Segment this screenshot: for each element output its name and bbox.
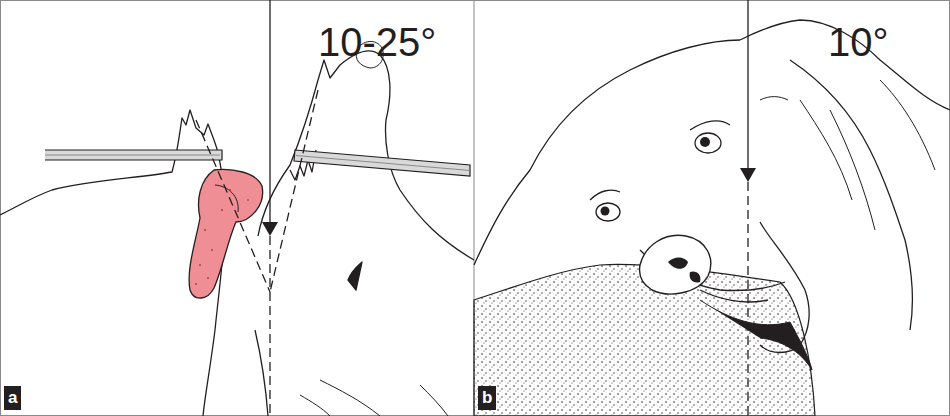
towel <box>474 264 815 416</box>
dog-head-ventral <box>0 41 474 416</box>
vertical-reference-dashed <box>747 182 748 416</box>
panel-letter: b <box>478 386 496 410</box>
angle-label: 10-25° <box>318 22 436 62</box>
tongue-texture <box>195 189 249 285</box>
vertical-reference <box>269 0 270 222</box>
tongue-fold <box>215 185 238 212</box>
dog-head-tilted <box>474 20 950 353</box>
vertical-reference <box>747 0 748 168</box>
nostril <box>690 271 701 282</box>
eye <box>596 133 721 221</box>
arrowhead <box>262 222 278 236</box>
angle-label: 10° <box>828 22 889 62</box>
arrowhead <box>740 168 756 182</box>
angle-lines <box>196 90 318 416</box>
nose <box>640 235 711 294</box>
mouth <box>700 300 812 370</box>
nostril <box>668 258 688 269</box>
mouth-gag-rod <box>45 150 470 176</box>
panel-letter: a <box>4 386 21 410</box>
